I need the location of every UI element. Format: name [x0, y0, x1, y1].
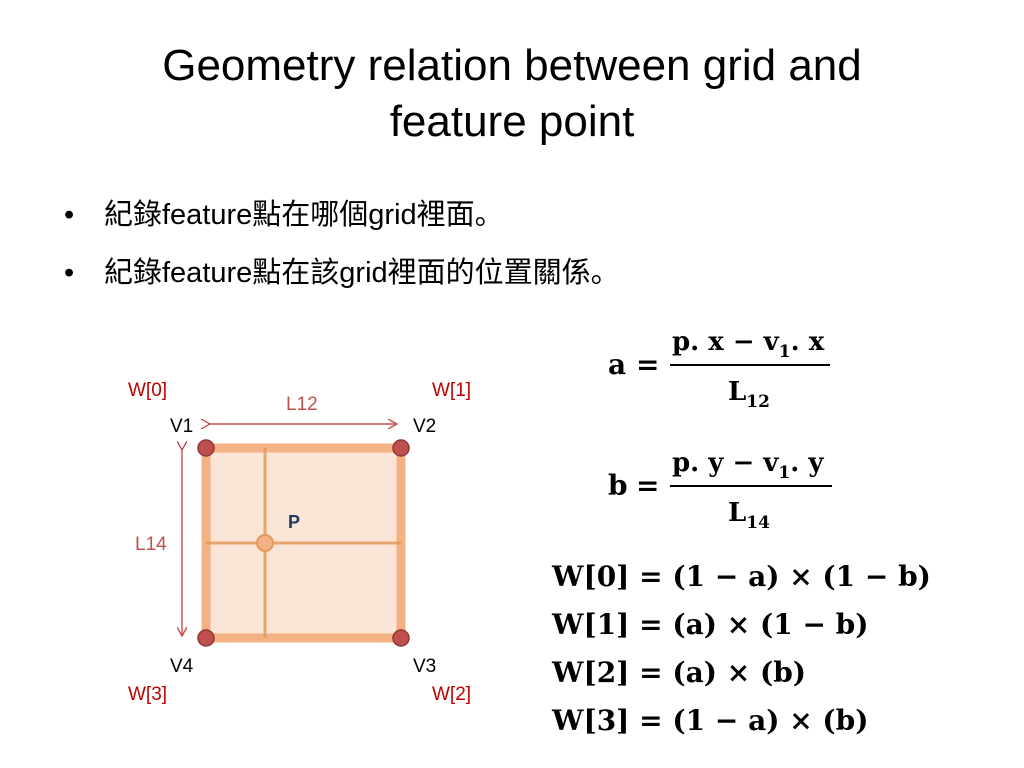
bullet-text: 紀錄feature點在哪個grid裡面。: [104, 199, 504, 231]
formula-a-equals: =: [636, 348, 659, 381]
formula-a-den-main: L: [728, 377, 746, 407]
formula-a-den-sub: 12: [746, 392, 770, 412]
bullet-list: • 紀錄feature點在哪個grid裡面。 • 紀錄feature點在該grid裡…: [60, 186, 620, 302]
formula-b-den-sub: 14: [746, 513, 770, 533]
formula-b: b = p. y − v1. y L14: [608, 448, 832, 533]
bullet-item: • 紀錄feature點在哪個grid裡面。: [60, 186, 620, 244]
weight-formula-w3: W[3] = (1 − a) × (b): [551, 704, 869, 737]
vertex-v2: [392, 439, 410, 457]
formula-b-equals: =: [636, 469, 659, 502]
point-label-p: P: [288, 512, 300, 532]
title-line-2: feature point: [389, 97, 635, 146]
formula-b-numerator: p. y − v1. y: [672, 448, 824, 483]
formula-b-lhs: b: [608, 469, 628, 502]
bullet-text: 紀錄feature點在該grid裡面的位置關係。: [104, 257, 620, 289]
weight-label-w0: W[0]: [128, 380, 167, 401]
bullet-dot: •: [64, 199, 75, 231]
formula-a-denominator: L12: [728, 377, 770, 412]
formula-b-num-main: p. y − v: [672, 448, 779, 478]
bullet-dot: •: [64, 257, 75, 289]
formula-b-denominator: L14: [728, 498, 770, 533]
vertex-label-v3: V3: [413, 656, 436, 677]
slide-title: Geometry relation between grid and featu…: [40, 38, 984, 150]
grid-diagram: W[0] W[1] W[3] W[2] V1 V2 V4 V3 L12 L14 …: [128, 380, 471, 705]
formula-a-lhs: a: [608, 348, 626, 381]
formula-a-num-main: p. x − v: [672, 327, 780, 357]
formula-b-num-tail: . y: [790, 448, 824, 478]
formula-a: a = p. x − v1. x L12: [608, 327, 830, 412]
formula-panel: a = p. x − v1. x L12 b = p. y − v1. y L1…: [551, 327, 931, 737]
weight-formula-w1: W[1] = (a) × (1 − b): [551, 608, 869, 641]
vertex-label-v4: V4: [170, 656, 194, 677]
weight-formula-w0: W[0] = (1 − a) × (1 − b): [551, 560, 931, 593]
feature-point: [256, 534, 274, 552]
vertex-label-v2: V2: [413, 416, 436, 437]
vertex-v1: [197, 439, 215, 457]
formula-a-num-sub: 1: [779, 342, 791, 362]
vertex-label-v1: V1: [170, 416, 193, 437]
length-label-l14: L14: [135, 534, 167, 555]
formula-b-den-main: L: [728, 498, 746, 528]
formula-a-numerator: p. x − v1. x: [672, 327, 825, 362]
vertex-v3: [392, 629, 410, 647]
bullet-item: • 紀錄feature點在該grid裡面的位置關係。: [60, 244, 620, 302]
weight-formula-w2: W[2] = (a) × (b): [551, 656, 806, 689]
vertex-v4: [197, 629, 215, 647]
length-label-l12: L12: [286, 394, 318, 415]
formula-b-num-sub: 1: [778, 463, 790, 483]
formula-a-num-tail: . x: [791, 327, 825, 357]
title-line-1: Geometry relation between grid and: [162, 41, 862, 90]
weight-label-w2: W[2]: [432, 684, 471, 705]
weight-label-w3: W[3]: [128, 684, 167, 705]
weight-label-w1: W[1]: [432, 380, 471, 401]
